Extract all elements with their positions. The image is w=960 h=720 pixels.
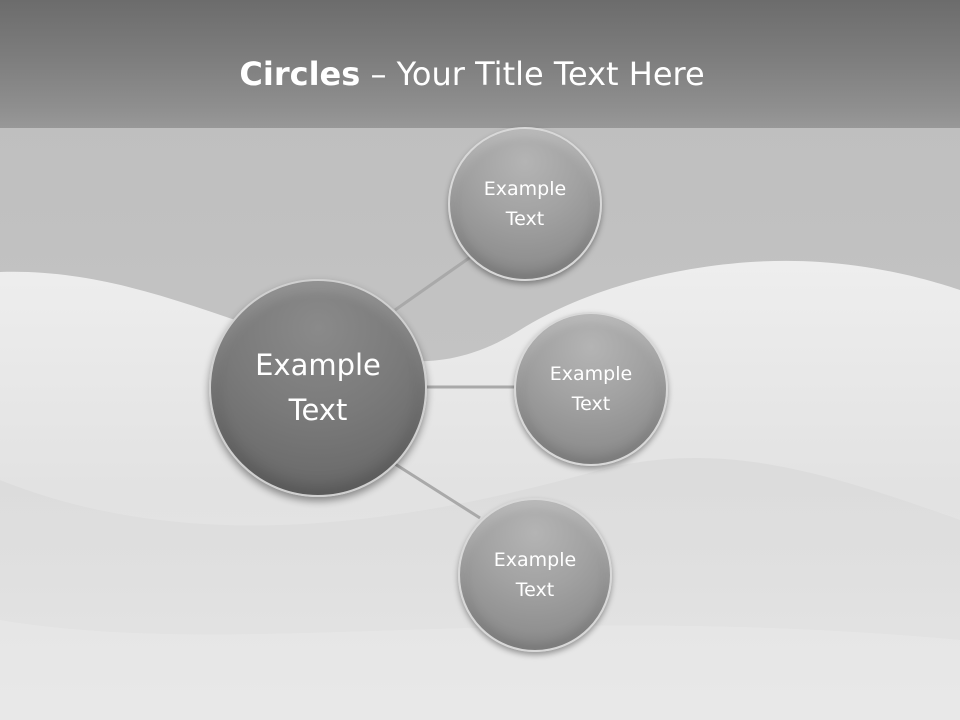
title-bold: Circles [239,55,361,93]
outer-circle-top[interactable]: Example Text [448,127,602,281]
outer-circle-bottom[interactable]: Example Text [458,498,612,652]
center-circle-label: Example Text [255,348,381,427]
connector-line-top [394,254,473,312]
title-band [0,0,960,128]
slide-title: Circles – Your Title Text Here [0,52,944,96]
outer-circle-label: Example Text [549,363,633,415]
outer-circle-label: Example Text [483,178,567,230]
title-rest: – Your Title Text Here [360,55,705,93]
outer-circle-label: Example Text [493,549,577,601]
center-circle[interactable]: Example Text [209,279,427,497]
outer-circle-middle[interactable]: Example Text [514,312,668,466]
connector-line-bottom [394,462,481,520]
